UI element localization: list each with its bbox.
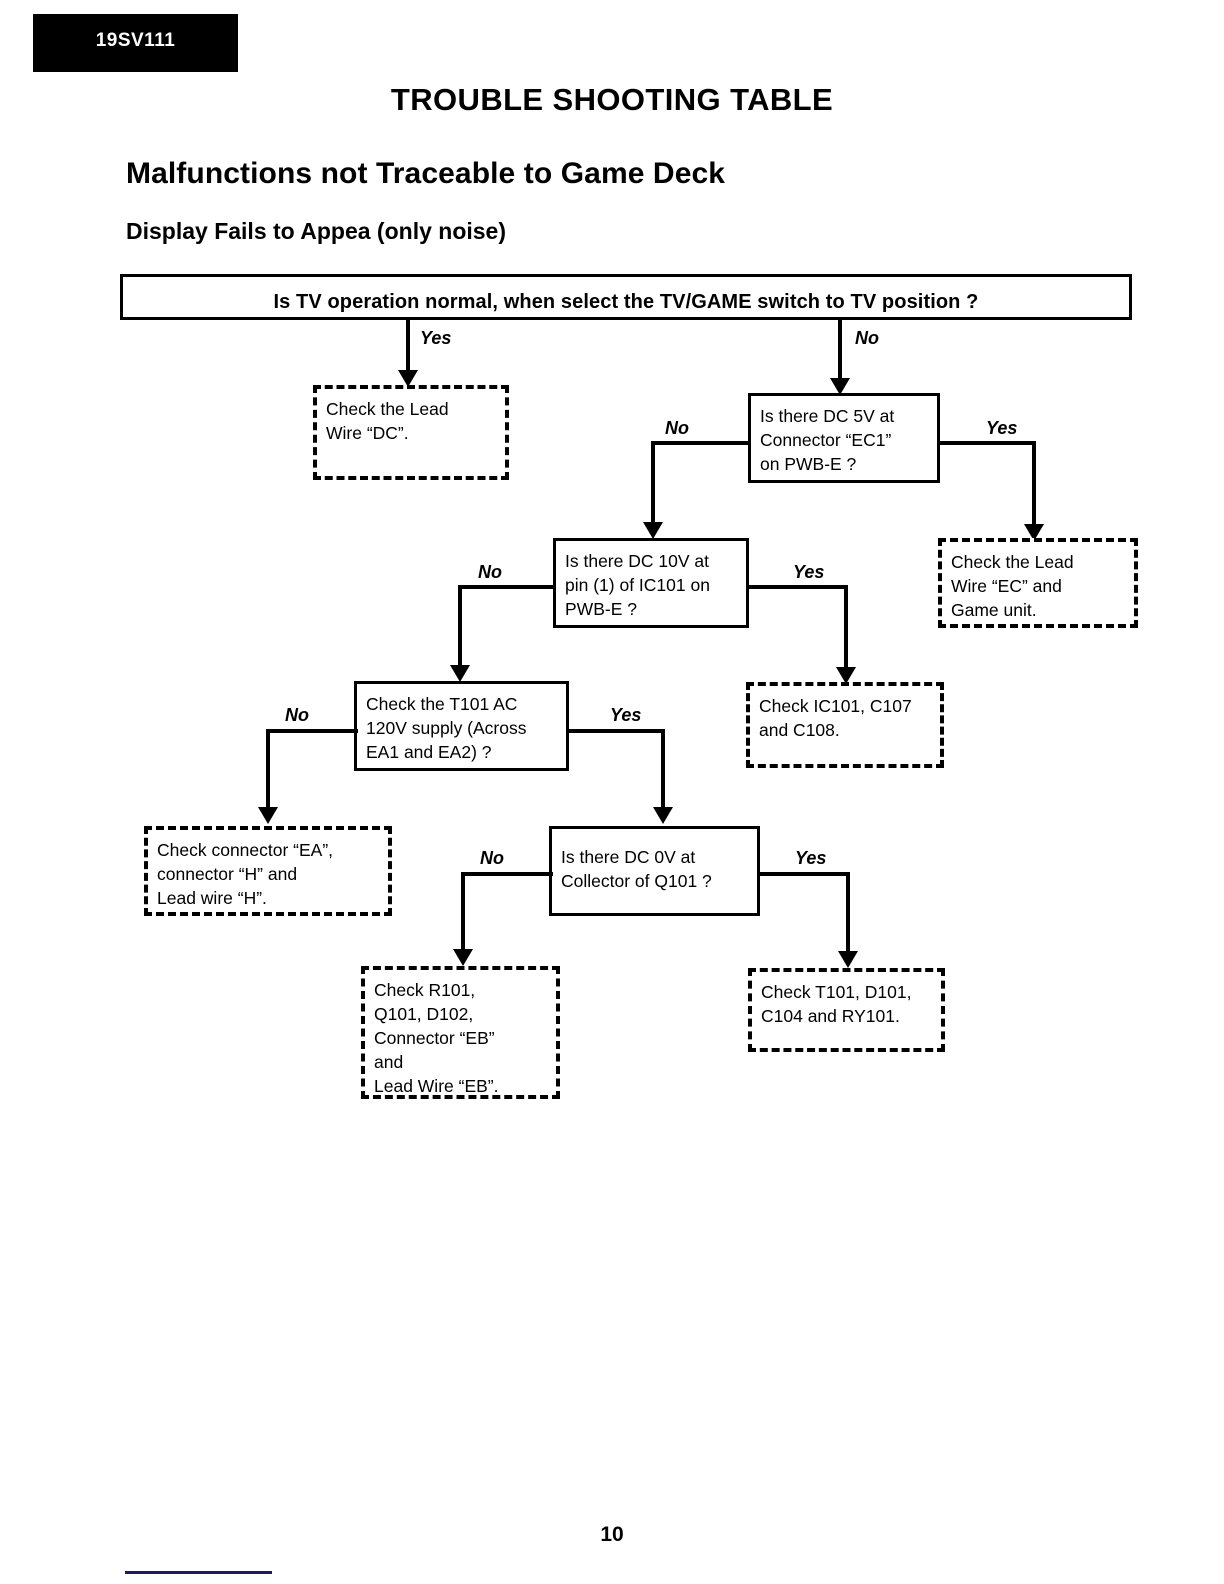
model-number-tag: 19SV111: [33, 14, 238, 72]
node-a5-check-r101-q101-d102-eb: Check R101, Q101, D102, Connector “EB” a…: [361, 966, 560, 1099]
arrowhead-q2-no: [643, 522, 663, 539]
node-q3-text: Is there DC 10V at pin (1) of IC101 on P…: [565, 551, 710, 619]
node-a1-text: Check the Lead Wire “DC”.: [326, 399, 449, 443]
arrowhead-q4-yes: [653, 807, 673, 824]
node-q4-text: Check the T101 AC 120V supply (Across EA…: [366, 694, 527, 762]
arrowhead-q3-yes: [836, 667, 856, 684]
connector-q2-yes-horizontal: [937, 441, 1036, 445]
arrowhead-q1-yes: [398, 370, 418, 387]
edge-label-q5-no: No: [480, 848, 504, 868]
edge-label-q2-no: No: [665, 418, 689, 438]
connector-q2-yes-vertical: [1032, 441, 1036, 531]
connector-q3-yes-horizontal: [747, 585, 848, 589]
subsection-title: Display Fails to Appea (only noise): [126, 218, 506, 244]
edge-label-q3-no: No: [478, 562, 502, 582]
arrowhead-q3-no: [450, 665, 470, 682]
node-a6-text: Check T101, D101, C104 and RY101.: [761, 982, 912, 1026]
node-a4-text: Check connector “EA”, connector “H” and …: [157, 840, 334, 908]
node-a3-check-ic101-c107-c108: Check IC101, C107 and C108.: [746, 682, 944, 768]
connector-q5-no-horizontal: [461, 872, 553, 876]
connector-q4-yes-horizontal: [566, 729, 665, 733]
node-q5-text: Is there DC 0V at Collector of Q101 ?: [561, 847, 712, 891]
node-q2-dc-5v-connector-ec1: Is there DC 5V at Connector “EC1” on PWB…: [748, 393, 940, 483]
node-q1-tv-operation-normal: Is TV operation normal, when select the …: [120, 274, 1132, 320]
connector-q4-no-vertical: [266, 729, 270, 813]
connector-q5-yes-vertical: [846, 872, 850, 957]
arrowhead-q5-yes: [838, 951, 858, 968]
connector-q4-yes-vertical: [661, 729, 665, 813]
edge-label-q2-yes: Yes: [986, 418, 1018, 438]
document-title: TROUBLE SHOOTING TABLE: [390, 82, 834, 117]
connector-q3-no-vertical: [458, 585, 462, 671]
arrowhead-q2-yes: [1024, 524, 1044, 541]
connector-q5-no-vertical: [461, 872, 465, 955]
section-title: Malfunctions not Traceable to Game Deck: [126, 157, 726, 190]
connector-q1-no-vertical: [838, 320, 842, 380]
page-number: 10: [600, 1523, 624, 1546]
connector-q5-yes-horizontal: [757, 872, 850, 876]
edge-label-q4-yes: Yes: [610, 705, 642, 725]
node-a2-text: Check the Lead Wire “EC” and Game unit.: [951, 552, 1074, 620]
node-a6-check-t101-d101-c104-ry101: Check T101, D101, C104 and RY101.: [748, 968, 945, 1052]
arrowhead-q5-no: [453, 949, 473, 966]
connector-q2-no-horizontal: [651, 441, 751, 445]
node-a1-check-lead-wire-dc: Check the Lead Wire “DC”.: [313, 385, 509, 480]
node-q4-check-t101-ac-120v: Check the T101 AC 120V supply (Across EA…: [354, 681, 569, 771]
edge-label-q5-yes: Yes: [795, 848, 827, 868]
arrowhead-q4-no: [258, 807, 278, 824]
node-q1-text: Is TV operation normal, when select the …: [273, 291, 979, 313]
node-a3-text: Check IC101, C107 and C108.: [759, 696, 912, 740]
node-q2-text: Is there DC 5V at Connector “EC1” on PWB…: [760, 406, 895, 474]
footer-rule: [125, 1571, 272, 1574]
edge-label-q1-no: No: [855, 328, 879, 348]
edge-label-q1-yes: Yes: [420, 328, 452, 348]
edge-label-q3-yes: Yes: [793, 562, 825, 582]
node-q3-dc-10v-pin1-ic101: Is there DC 10V at pin (1) of IC101 on P…: [553, 538, 749, 628]
node-a4-check-connector-ea-h: Check connector “EA”, connector “H” and …: [144, 826, 392, 916]
node-a2-check-lead-wire-ec: Check the Lead Wire “EC” and Game unit.: [938, 538, 1138, 628]
connector-q3-no-horizontal: [458, 585, 555, 589]
connector-q2-no-vertical: [651, 441, 655, 528]
model-number-text: 19SV111: [95, 30, 176, 51]
node-q5-dc-0v-collector-q101: Is there DC 0V at Collector of Q101 ?: [549, 826, 760, 916]
connector-q3-yes-vertical: [844, 585, 848, 673]
node-a5-text: Check R101, Q101, D102, Connector “EB” a…: [374, 980, 499, 1096]
connector-q1-yes-vertical: [406, 320, 410, 372]
arrowhead-q1-no: [830, 378, 850, 395]
edge-label-q4-no: No: [285, 705, 309, 725]
connector-q4-no-horizontal: [266, 729, 358, 733]
